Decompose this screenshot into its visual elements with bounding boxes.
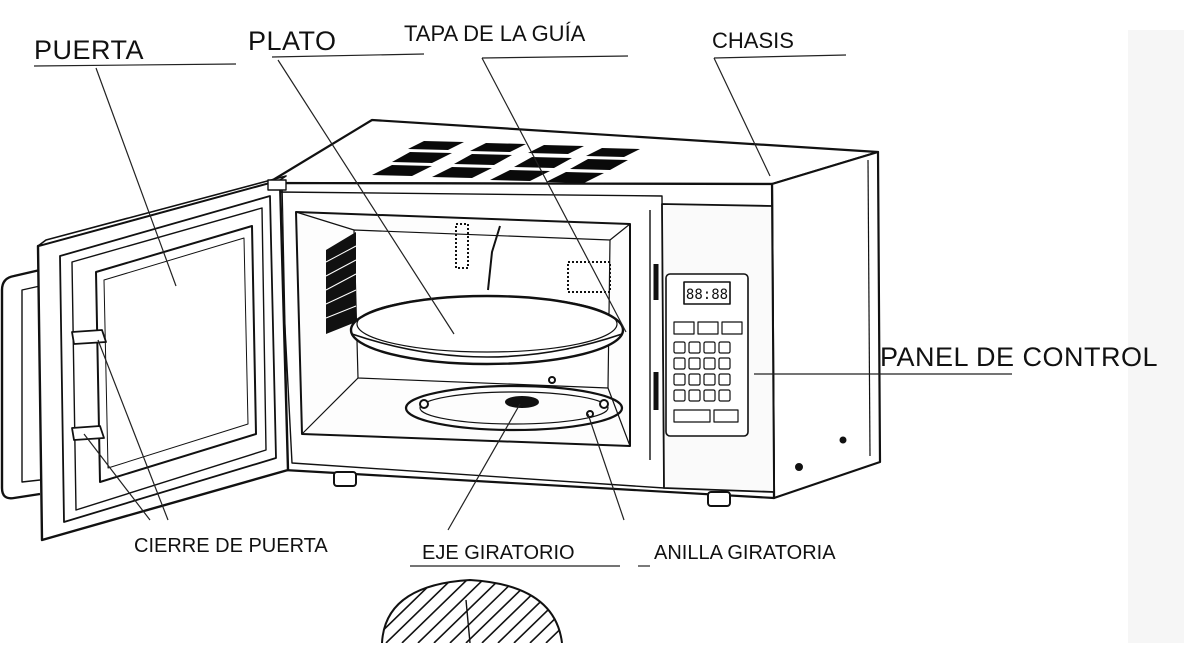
label-rotating-ring: ANILLA GIRATORIA	[654, 542, 836, 564]
oven-door	[0, 175, 290, 542]
rack-bar	[382, 580, 393, 643]
display-readout: 88:88	[686, 287, 728, 303]
label-door-latch: CIERRE DE PUERTA	[134, 535, 328, 557]
keypad-key	[673, 373, 686, 386]
leader-door-underline	[33, 63, 237, 67]
keypad-key	[703, 341, 716, 354]
label-guide-cover: TAPA DE LA GUÍA	[404, 21, 586, 46]
keypad-key	[673, 341, 686, 354]
door-latch-top	[71, 329, 107, 345]
keypad-key	[688, 357, 701, 370]
label-control-panel: PANEL DE CONTROL	[880, 342, 1159, 372]
rack-bar	[513, 580, 562, 643]
rack-bar	[274, 575, 344, 643]
leader-latch-bottom	[83, 433, 151, 521]
keypad-key	[718, 357, 731, 370]
keypad-start-key	[673, 409, 711, 423]
rack-bar	[561, 580, 562, 643]
rack-bar	[529, 580, 562, 643]
rack-bar	[417, 580, 489, 643]
leader-ring	[587, 413, 625, 521]
rack-bar	[401, 580, 473, 643]
keypad-key	[688, 373, 701, 386]
door-latch-bottom	[71, 425, 105, 441]
control-keypad	[673, 321, 743, 423]
rack-bar	[545, 580, 562, 643]
rotating-shaft	[505, 396, 539, 408]
keypad-key	[673, 389, 686, 402]
rack-bar	[578, 575, 648, 643]
keypad-key	[703, 357, 716, 370]
rotating-ring	[404, 376, 624, 432]
leader-latch-top	[97, 339, 169, 521]
keypad-function-key	[697, 321, 719, 335]
grill-rack	[274, 575, 648, 644]
glass-plate	[349, 294, 625, 366]
leader-plate	[277, 59, 455, 335]
leader-plate-underline	[271, 53, 425, 58]
leader-guide-underline	[481, 55, 629, 59]
leader-door	[95, 67, 177, 287]
keypad-function-key	[673, 321, 695, 335]
leader-chassis-underline	[713, 54, 847, 59]
rack-bar	[449, 580, 521, 643]
keypad-key	[703, 373, 716, 386]
leader-chassis	[713, 57, 771, 177]
keypad-key	[673, 357, 686, 370]
leader-lines	[33, 53, 1012, 567]
rack-bar	[433, 580, 505, 643]
rack-bar	[290, 575, 360, 643]
keypad-function-key	[721, 321, 743, 335]
label-door: PUERTA	[34, 35, 145, 65]
front-right-foot	[707, 491, 731, 507]
keypad-key	[718, 389, 731, 402]
front-left-foot	[333, 471, 357, 487]
keypad-key	[688, 341, 701, 354]
top-vents	[372, 141, 640, 183]
rack-bar	[306, 575, 376, 643]
keypad-key	[718, 373, 731, 386]
leader-guide-cover	[481, 57, 627, 333]
rack-bar	[385, 580, 457, 643]
control-display: 88:88	[683, 281, 731, 305]
keypad-key	[703, 389, 716, 402]
keypad-start-key	[713, 409, 739, 423]
keypad-key	[688, 389, 701, 402]
keypad-key	[718, 341, 731, 354]
label-rotating-shaft: EJE GIRATORIO	[422, 542, 575, 564]
leader-shaft	[447, 403, 521, 531]
label-plate: PLATO	[248, 26, 337, 56]
label-chassis: CHASIS	[712, 28, 794, 53]
